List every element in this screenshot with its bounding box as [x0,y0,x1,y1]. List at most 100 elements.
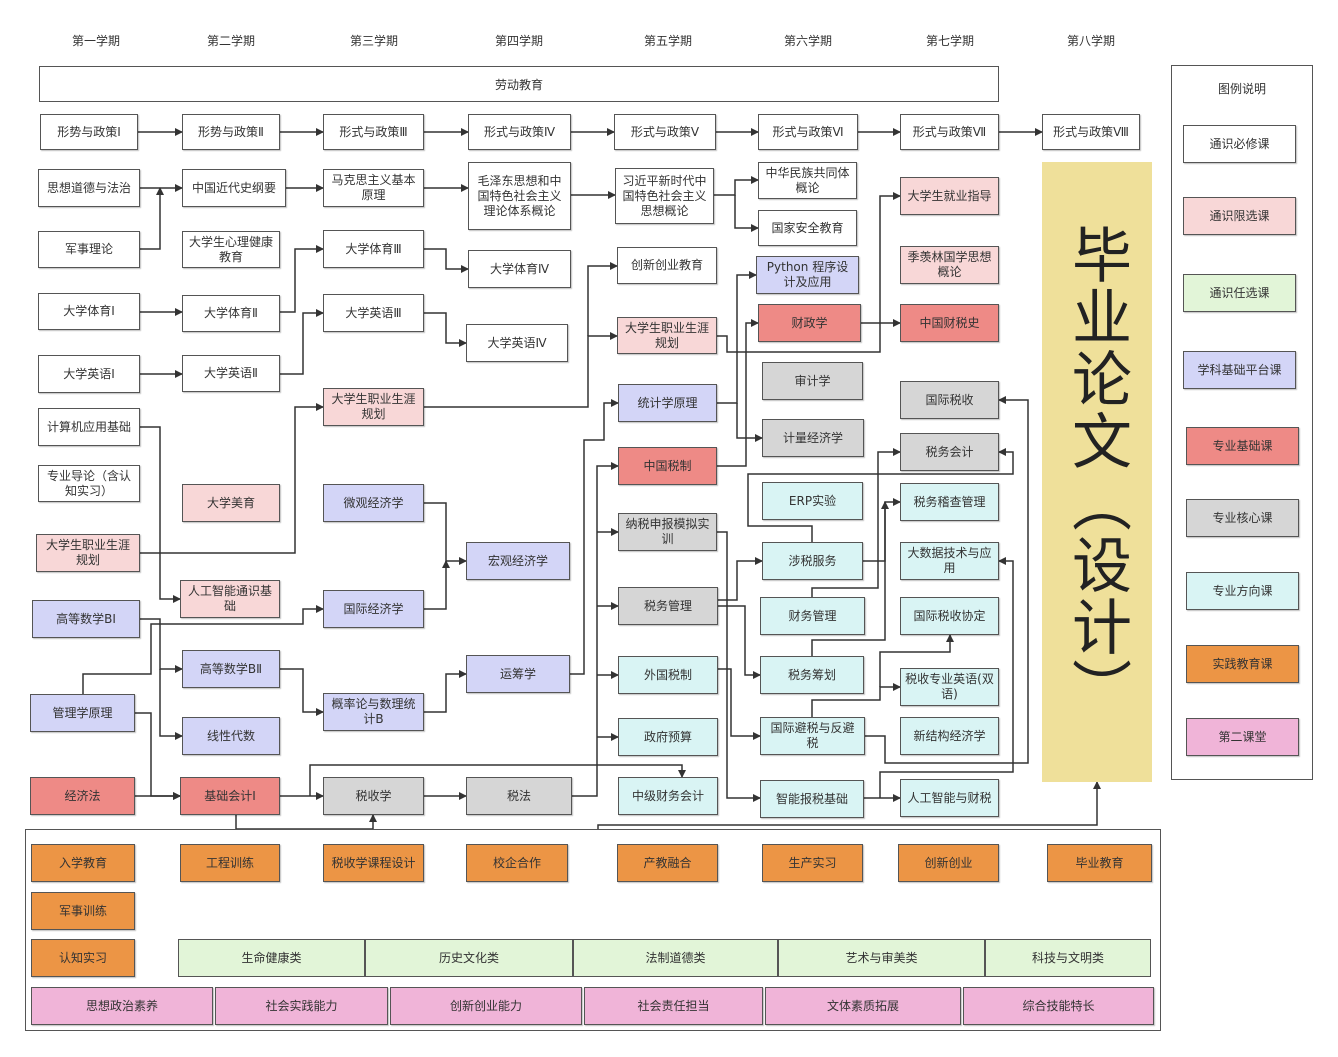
semester-header: 第三学期 [349,34,398,48]
prerequisite-arrow [811,501,889,656]
practice-course-box: 军事训练 [31,892,135,930]
prerequisite-arrow [734,195,759,232]
course-box: 税务筹划 [760,656,864,694]
course-box: 思想道德与法治 [38,169,140,207]
prerequisite-arrow [235,814,377,830]
course-box: 高等数学BⅡ [182,650,280,688]
course-box: 国家安全教育 [758,210,857,246]
course-box: 形式与政策Ⅳ [468,114,571,150]
course-box: 季羡林国学思想概论 [900,246,999,284]
second-classroom-box: 综合技能特长 [963,987,1154,1025]
practice-course-box: 创新创业 [898,844,999,882]
legend-item-red: 专业基础课 [1186,427,1299,465]
course-box: 运筹学 [466,655,570,693]
prerequisite-arrow [570,399,619,675]
prerequisite-arrow [424,502,467,565]
course-box: ERP实验 [762,482,863,520]
course-box: 形式与政策Ⅶ [900,114,999,150]
course-box: 微观经济学 [323,484,424,522]
prerequisite-arrow [280,245,324,313]
course-box: 大学生职业生涯规划 [617,317,717,354]
course-box: 纳税申报模拟实训 [618,513,717,551]
course-box: 税法 [466,777,572,815]
legend-item-white: 通识必修课 [1183,125,1296,163]
semester-header: 第二学期 [206,34,255,48]
practice-course-box: 认知实习 [31,939,135,977]
semester-header: 第六学期 [783,34,832,48]
prerequisite-arrow [424,670,467,713]
prerequisite-arrow [718,605,761,679]
course-box: 大学英语Ⅰ [38,355,140,393]
course-box: 大数据技术与应用 [900,542,999,580]
prerequisite-arrow [865,396,1029,764]
semester-header: 第八学期 [1066,34,1115,48]
course-box: 大学体育Ⅲ [323,230,424,268]
elective-category-box: 科技与文明类 [985,939,1151,977]
practice-course-box: 税收学课程设计 [323,844,424,882]
labor-education-bar: 劳动教育 [39,66,999,102]
practice-course-box: 工程训练 [180,844,280,882]
second-classroom-box: 创新创业能力 [390,987,582,1025]
course-box: 大学生职业生涯规划 [36,534,140,572]
legend-item-gray: 专业核心课 [1186,499,1299,537]
course-box: Python 程序设计及应用 [756,256,859,294]
second-classroom-box: 思想政治素养 [31,987,213,1025]
prerequisite-arrow [135,712,181,800]
course-box: 大学体育Ⅰ [38,293,140,330]
course-box: 形式与政策Ⅲ [323,114,424,150]
course-box: 大学体育Ⅱ [182,295,280,332]
course-box: 国际税收协定 [900,597,999,635]
course-box: 线性代数 [182,717,280,755]
legend-item-pink: 通识限选课 [1183,197,1296,235]
course-box: 国际税收 [900,381,999,419]
course-box: 毛泽东思想和中国特色社会主义理论体系概论 [468,162,571,230]
course-box: 马克思主义基本原理 [323,169,424,207]
prerequisite-arrow [140,187,164,250]
course-box: 专业导论（含认知实习） [38,465,140,502]
course-box: 经济法 [30,777,135,815]
prerequisite-arrow [863,498,901,562]
semester-header: 第五学期 [643,34,692,48]
course-box: 大学生就业指导 [900,177,999,215]
course-box: 财务管理 [760,597,865,635]
course-box: 形式与政策Ⅷ [1042,114,1140,150]
second-classroom-box: 社会责任担当 [584,987,763,1025]
course-box: 计量经济学 [762,419,864,457]
prerequisite-arrow [717,192,901,353]
course-box: 财政学 [758,304,861,342]
course-box: 形式与政策Ⅵ [758,114,858,150]
course-box: 宏观经济学 [466,542,570,580]
course-box: 形势与政策Ⅱ [182,114,280,150]
course-box: 统计学原理 [618,384,717,422]
elective-category-box: 艺术与审美类 [778,939,985,977]
prerequisite-arrow [879,557,1014,798]
prerequisite-arrow [587,262,618,336]
second-classroom-box: 社会实践能力 [215,987,388,1025]
course-box: 形势与政策Ⅰ [40,114,138,150]
legend-panel: 图例说明 [1171,65,1313,780]
course-box: 中华民族共同体概论 [758,162,857,199]
prerequisite-arrow [280,668,324,716]
prerequisite-arrow [811,683,901,717]
course-box: 人工智能与财税 [900,779,999,817]
prerequisite-arrow [424,248,469,273]
prerequisite-arrow [424,312,467,347]
course-box: 审计学 [762,362,863,400]
course-box: 大学英语Ⅳ [466,324,568,362]
prerequisite-arrow [309,764,686,796]
practice-course-box: 产教融合 [617,844,718,882]
prerequisite-arrow [140,618,183,673]
prerequisite-arrow [280,309,324,375]
prerequisite-arrow [572,462,619,797]
course-box: 习近平新时代中国特色社会主义思想概论 [615,168,714,224]
course-box: 大学生职业生涯规划 [323,388,424,426]
course-box: 概率论与数理统计B [323,693,424,731]
course-box: 中级财务会计 [618,777,718,815]
prerequisite-arrow [159,669,183,740]
course-box: 高等数学BⅠ [32,600,140,638]
course-box: 税务管理 [618,587,718,625]
course-box: 大学生心理健康教育 [182,231,280,268]
course-box: 政府预算 [618,718,718,756]
prerequisite-arrow [140,426,181,603]
